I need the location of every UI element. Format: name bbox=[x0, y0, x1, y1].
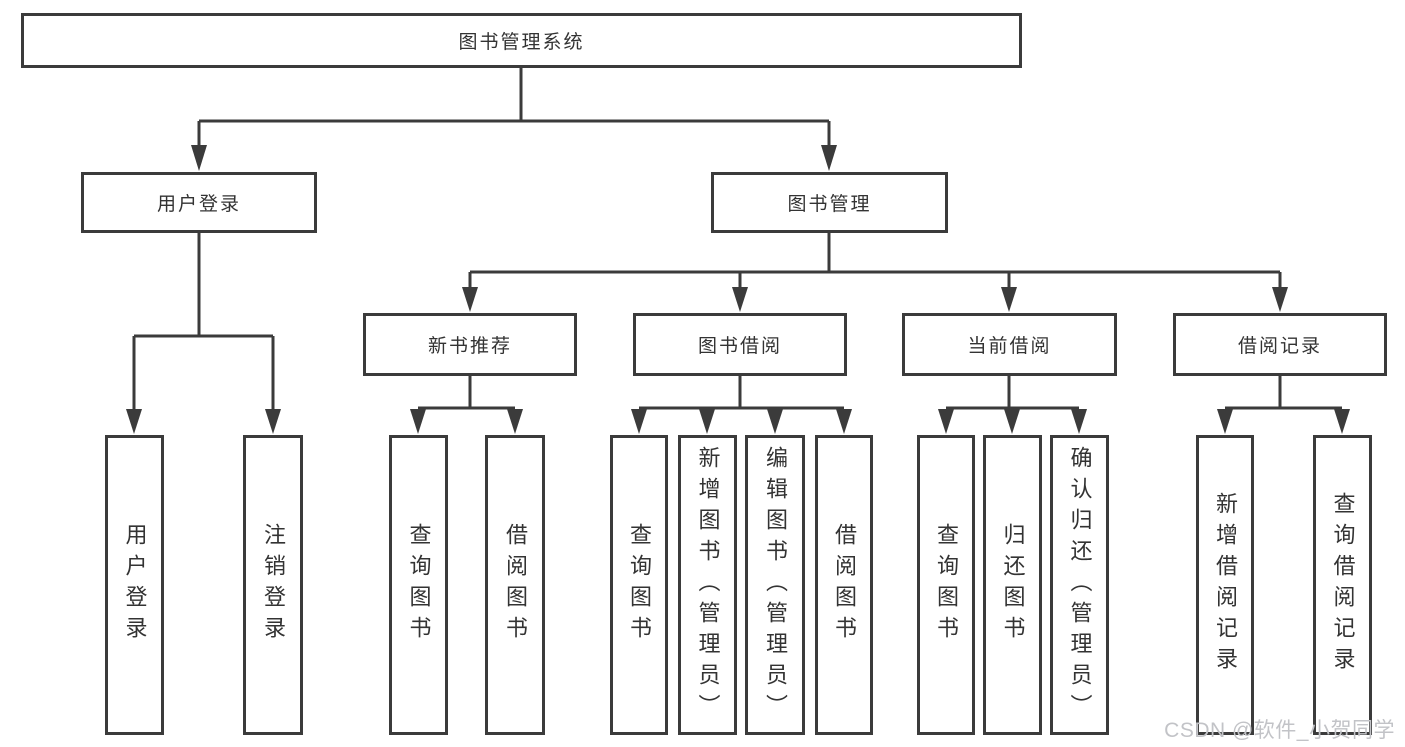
leaf-label: 编辑图书（管理员） bbox=[763, 445, 788, 725]
node-book-management: 图书管理 bbox=[711, 172, 948, 233]
leaf-label: 查询图书 bbox=[406, 523, 432, 647]
leaf-edit-book-admin: 编辑图书（管理员） bbox=[745, 435, 805, 735]
leaf-query-books-current: 查询图书 bbox=[917, 435, 975, 735]
node-root: 图书管理系统 bbox=[21, 13, 1022, 68]
leaf-label: 查询图书 bbox=[934, 523, 959, 647]
leaf-query-books-recommend: 查询图书 bbox=[389, 435, 448, 735]
node-new-book-recommend: 新书推荐 bbox=[363, 313, 577, 376]
leaf-label: 归还图书 bbox=[1000, 523, 1026, 647]
node-book-borrow: 图书借阅 bbox=[633, 313, 847, 376]
leaf-label: 查询借阅记录 bbox=[1330, 492, 1356, 678]
leaf-query-borrow-record: 查询借阅记录 bbox=[1313, 435, 1372, 735]
leaf-query-books-borrow: 查询图书 bbox=[610, 435, 668, 735]
leaf-label: 确认归还（管理员） bbox=[1067, 445, 1093, 725]
leaf-user-login: 用户登录 bbox=[105, 435, 164, 735]
leaf-label: 查询图书 bbox=[627, 523, 652, 647]
leaf-label: 借阅图书 bbox=[503, 523, 528, 647]
node-user-login: 用户登录 bbox=[81, 172, 317, 233]
leaf-label: 新增图书（管理员） bbox=[695, 445, 721, 725]
leaf-add-book-admin: 新增图书（管理员） bbox=[678, 435, 737, 735]
leaf-label: 用户登录 bbox=[122, 523, 148, 647]
leaf-confirm-return-admin: 确认归还（管理员） bbox=[1050, 435, 1109, 735]
leaf-label: 注销登录 bbox=[261, 523, 286, 647]
leaf-add-borrow-record: 新增借阅记录 bbox=[1196, 435, 1254, 735]
node-current-borrow: 当前借阅 bbox=[902, 313, 1117, 376]
leaf-label: 新增借阅记录 bbox=[1213, 492, 1238, 678]
arrowheads bbox=[126, 145, 1350, 434]
leaf-label: 借阅图书 bbox=[832, 523, 857, 647]
leaf-borrow-books: 借阅图书 bbox=[815, 435, 873, 735]
csdn-watermark: CSDN @软件_小贺同学 bbox=[1164, 719, 1395, 742]
leaf-logout: 注销登录 bbox=[243, 435, 303, 735]
leaf-return-books: 归还图书 bbox=[983, 435, 1042, 735]
leaf-borrow-books-recommend: 借阅图书 bbox=[485, 435, 545, 735]
node-borrow-records: 借阅记录 bbox=[1173, 313, 1387, 376]
